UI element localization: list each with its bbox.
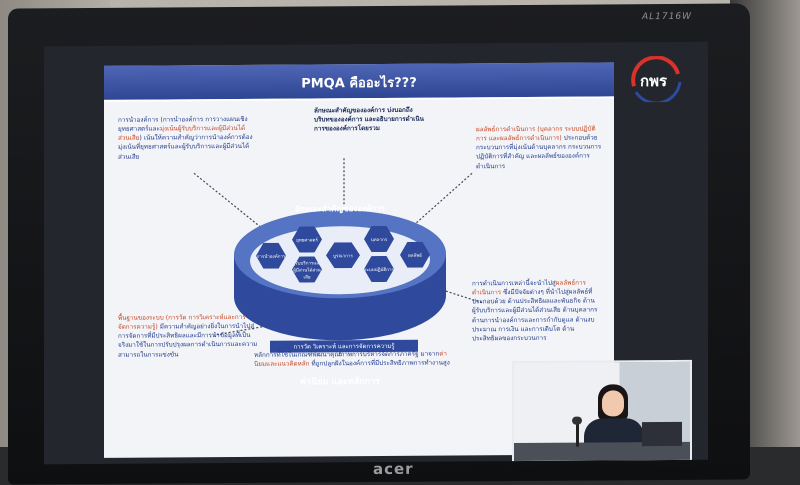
presenter-face <box>602 390 624 417</box>
monitor-screen: PMQA คืออะไร??? ลักษณะสำคัญขององค์การ กา… <box>44 41 708 465</box>
monitor-brand-label: acer <box>373 459 414 479</box>
hex-customer: ผู้รับบริการและผู้มีส่วนได้ส่วนเสีย <box>292 256 322 282</box>
presenter-video-inset <box>512 359 692 464</box>
connector-right <box>403 172 473 235</box>
text-core-values-prefix: หลักการที่ใช้ในเกณฑ์พัฒนาคุณภาพการบริหาร… <box>254 350 440 359</box>
hex-workforce: บุคลากร <box>364 226 394 252</box>
text-organization-profile: ลักษณะสำคัญขององค์การ บ่งบอกถึงบริบทของอ… <box>314 106 424 133</box>
hex-leadership: การนำองค์การ <box>256 243 286 269</box>
presentation-slide: PMQA คืออะไร??? ลักษณะสำคัญขององค์การ กา… <box>104 62 614 458</box>
text-foundation: พื้นฐานของระบบ (การวัด การวิเคราะห์และกา… <box>118 313 258 360</box>
text-core-values-suffix: ที่ถูกปลูกฝังในองค์การที่มีประสิทธิภาพกา… <box>309 359 450 368</box>
hex-results: ผลลัพธ์ <box>400 242 430 268</box>
microphone-stand <box>576 422 579 447</box>
microphone-icon <box>572 416 582 425</box>
hex-integration: บูรณาการ <box>326 242 360 268</box>
hex-strategy: ยุทธศาสตร์ <box>292 226 322 252</box>
laptop-icon <box>642 421 682 447</box>
platform: ลักษณะสำคัญขององค์การ การนำองค์การ ยุทธศ… <box>234 190 446 388</box>
text-leadership: การนำองค์การ (การนำองค์การ การวางแผนเชิง… <box>118 115 253 162</box>
text-operations: ผลลัพธ์การดำเนินการ (บุคลากร ระบบปฏิบัติ… <box>476 124 604 171</box>
text-results-prefix: การดำเนินการเหล่านี้จะนำไปสู่ <box>472 279 556 288</box>
monitor: AL1716W acer PMQA คืออะไร??? ลักษณะสำคัญ… <box>8 3 750 485</box>
text-core-values: หลักการที่ใช้ในเกณฑ์พัฒนาคุณภาพการบริหาร… <box>254 349 454 369</box>
platform-base-label: ค่านิยม และหลักการ <box>300 376 380 388</box>
text-results-suffix: ซึ่งมีปัจจัยต่างๆ ที่นำไปสู่ผลลัพธ์ที่ปร… <box>472 288 598 343</box>
organization-logo: กพร <box>631 55 682 103</box>
connector-left <box>193 172 265 231</box>
hex-operations: ระบบปฏิบัติการ <box>364 256 394 282</box>
text-leadership-suffix: ) เน้นให้ความสำคัญว่าการนำองค์การต้องมุ่… <box>118 134 253 161</box>
monitor-model-label: AL1716W <box>642 11 692 23</box>
platform-title: ลักษณะสำคัญขององค์การ <box>294 203 386 214</box>
text-results: การดำเนินการเหล่านี้จะนำไปสู่ผลลัพธ์การด… <box>472 278 602 343</box>
logo-text: กพร <box>640 72 668 90</box>
